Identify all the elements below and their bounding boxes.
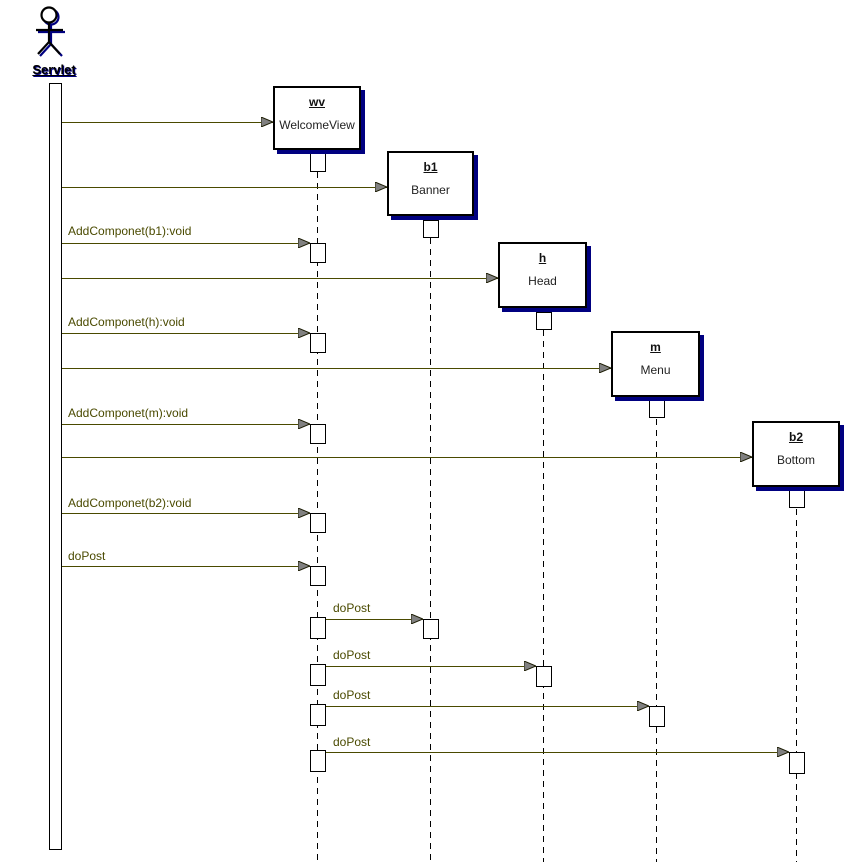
activation-welcomeview[interactable] bbox=[310, 664, 326, 686]
activation-bottom[interactable] bbox=[789, 490, 805, 508]
message-line-dopost-servlet[interactable] bbox=[61, 566, 310, 567]
arrowhead-icon bbox=[375, 182, 387, 192]
message-label-addcomponent-h[interactable]: AddComponet(h):void bbox=[68, 315, 185, 329]
message-line-addcomponent-h[interactable] bbox=[61, 333, 310, 334]
message-line-addcomponent-b2[interactable] bbox=[61, 513, 310, 514]
object-name: WelcomeView bbox=[279, 118, 355, 132]
arrowhead-icon bbox=[777, 747, 789, 757]
lifeline-menu bbox=[656, 397, 657, 862]
message-label-addcomponent-b2[interactable]: AddComponet(b2):void bbox=[68, 496, 192, 510]
arrowhead-icon bbox=[298, 561, 310, 571]
arrowhead-icon bbox=[298, 238, 310, 248]
activation-head[interactable] bbox=[536, 312, 552, 330]
activation-menu[interactable] bbox=[649, 706, 665, 727]
object-id: m bbox=[650, 340, 661, 354]
object-name: Menu bbox=[640, 363, 671, 377]
actor-label[interactable]: Servlet bbox=[32, 62, 76, 77]
object-name: Banner bbox=[411, 183, 450, 197]
message-label-addcomponent-m[interactable]: AddComponet(m):void bbox=[68, 406, 189, 420]
arrowhead-icon bbox=[298, 328, 310, 338]
activation-welcomeview[interactable] bbox=[310, 513, 326, 533]
object-box-menu[interactable]: m Menu bbox=[611, 331, 700, 397]
activation-head[interactable] bbox=[536, 666, 552, 687]
activation-welcomeview[interactable] bbox=[310, 424, 326, 444]
arrowhead-icon bbox=[637, 701, 649, 711]
object-id: b1 bbox=[423, 160, 438, 174]
arrowhead-icon bbox=[740, 452, 752, 462]
object-box-banner[interactable]: b1 Banner bbox=[387, 151, 474, 216]
arrowhead-icon bbox=[486, 273, 498, 283]
message-line-create-bottom[interactable] bbox=[61, 457, 752, 458]
activation-bottom[interactable] bbox=[789, 752, 805, 774]
object-box-head[interactable]: h Head bbox=[498, 242, 587, 308]
activation-welcomeview[interactable] bbox=[310, 333, 326, 353]
message-label-dopost-menu[interactable]: doPost bbox=[333, 688, 371, 702]
message-label-dopost-servlet[interactable]: doPost bbox=[68, 549, 106, 563]
message-label-dopost-bottom[interactable]: doPost bbox=[333, 735, 371, 749]
lifeline-bottom bbox=[796, 487, 797, 862]
message-label-dopost-head[interactable]: doPost bbox=[333, 648, 371, 662]
lifeline-head bbox=[543, 308, 544, 862]
message-line-addcomponent-b1[interactable] bbox=[61, 243, 310, 244]
object-id: h bbox=[538, 251, 547, 265]
activation-banner[interactable] bbox=[423, 220, 439, 238]
activation-banner[interactable] bbox=[423, 619, 439, 639]
lifeline-welcomeview bbox=[317, 150, 318, 862]
activation-welcomeview[interactable] bbox=[310, 704, 326, 726]
activation-welcomeview[interactable] bbox=[310, 153, 326, 172]
message-label-dopost-banner[interactable]: doPost bbox=[333, 601, 371, 615]
object-id: b2 bbox=[788, 430, 803, 444]
message-line-create-welcomeview[interactable] bbox=[61, 122, 273, 123]
lifeline-banner bbox=[430, 216, 431, 862]
object-box-bottom[interactable]: b2 Bottom bbox=[752, 421, 840, 487]
activation-welcomeview[interactable] bbox=[310, 617, 326, 639]
object-box-welcomeview[interactable]: wv WelcomeView bbox=[273, 86, 361, 150]
actor-icon[interactable] bbox=[35, 6, 67, 60]
message-label-addcomponent-b1[interactable]: AddComponet(b1):void bbox=[68, 224, 192, 238]
object-id: wv bbox=[308, 95, 325, 109]
arrowhead-icon bbox=[524, 661, 536, 671]
arrowhead-icon bbox=[261, 117, 273, 127]
message-line-dopost-head[interactable] bbox=[326, 666, 536, 667]
activation-welcomeview[interactable] bbox=[310, 750, 326, 772]
arrowhead-icon bbox=[298, 508, 310, 518]
activation-servlet[interactable] bbox=[49, 83, 62, 850]
message-line-create-menu[interactable] bbox=[61, 368, 611, 369]
arrowhead-icon bbox=[599, 363, 611, 373]
activation-welcomeview[interactable] bbox=[310, 566, 326, 586]
message-line-dopost-menu[interactable] bbox=[326, 706, 649, 707]
message-line-addcomponent-m[interactable] bbox=[61, 424, 310, 425]
message-line-create-head[interactable] bbox=[61, 278, 498, 279]
message-line-dopost-banner[interactable] bbox=[326, 619, 423, 620]
activation-menu[interactable] bbox=[649, 400, 665, 418]
activation-welcomeview[interactable] bbox=[310, 243, 326, 263]
message-line-dopost-bottom[interactable] bbox=[326, 752, 789, 753]
object-name: Head bbox=[528, 274, 557, 288]
message-line-create-banner[interactable] bbox=[61, 187, 387, 188]
arrowhead-icon bbox=[411, 614, 423, 624]
arrowhead-icon bbox=[298, 419, 310, 429]
object-name: Bottom bbox=[776, 453, 815, 467]
